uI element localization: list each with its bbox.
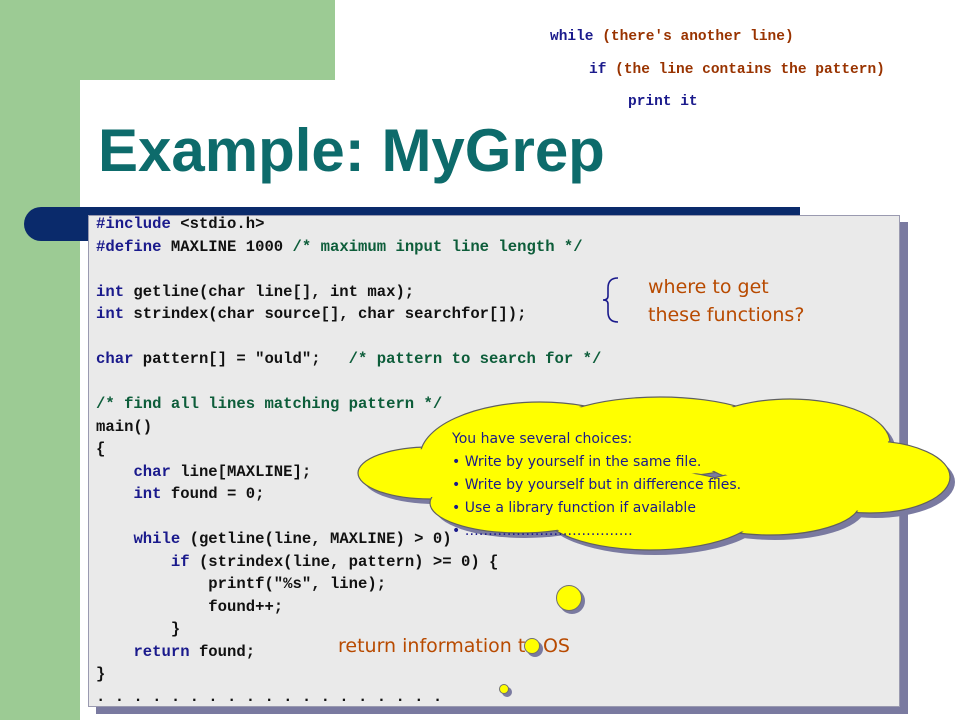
code-line-find-comment: /* find all lines matching pattern */ bbox=[96, 395, 443, 413]
code-line-close-brace: } bbox=[96, 665, 106, 683]
code-line-define: #define MAXLINE 1000 /* maximum input li… bbox=[96, 237, 583, 256]
code-line-include: #include <stdio.h> bbox=[96, 215, 265, 233]
cloud-item-1: • Write by yourself in the same file. bbox=[452, 454, 702, 470]
cloud-heading: You have several choices: bbox=[452, 431, 633, 447]
cloud-text: You have several choices: • Write by your… bbox=[452, 428, 741, 543]
code-line-getline: int getline(char line[], int max); bbox=[96, 282, 415, 301]
code-line-inner-close: } bbox=[170, 620, 181, 638]
code-line-open-brace: { bbox=[96, 440, 106, 458]
left-accent-bar bbox=[0, 0, 80, 720]
code-line-char-line: char line[MAXLINE]; bbox=[133, 462, 312, 481]
code-line-while: while (getline(line, MAXLINE) > 0) bbox=[133, 530, 452, 548]
cloud-item-4: • ……………………………… bbox=[452, 523, 633, 539]
cloud-item-3: • Use a library function if available bbox=[452, 500, 696, 516]
cloud-item-2: • Write by yourself but in difference fi… bbox=[452, 477, 742, 493]
code-line-printf: printf("%s", line); bbox=[208, 575, 387, 593]
code-line-dots: . . . . . . . . . . . . . . . . . . . bbox=[96, 687, 443, 706]
code-line-return: return found; bbox=[133, 642, 256, 661]
thought-bubble-medium bbox=[524, 638, 540, 654]
code-line-int-found: int found = 0; bbox=[133, 485, 265, 503]
slide-title: Example: MyGrep bbox=[98, 117, 605, 184]
right-brace-icon bbox=[602, 277, 619, 323]
code-line-strindex: int strindex(char source[], char searchf… bbox=[96, 305, 527, 323]
thought-bubble-small bbox=[499, 684, 509, 694]
thought-cloud-icon bbox=[357, 396, 955, 555]
code-line-if: if (strindex(line, pattern) >= 0) { bbox=[170, 552, 499, 571]
rounded-corner bbox=[80, 80, 200, 200]
pseudocode-line-2: if (the line contains the pattern) bbox=[589, 62, 885, 78]
code-line-main: main() bbox=[96, 417, 153, 436]
code-line-found-inc: found++; bbox=[208, 597, 284, 616]
return-info-note: return information to OS bbox=[338, 635, 570, 657]
pseudocode-line-1: while (there's another line) bbox=[550, 29, 794, 45]
code-line-pattern: char pattern[] = "ould"; /* pattern to s… bbox=[96, 350, 602, 368]
thought-bubble-large bbox=[556, 585, 582, 611]
pseudocode-line-3: print it bbox=[628, 94, 698, 110]
top-accent-bar bbox=[80, 0, 335, 80]
code-listing: #include <stdio.h> #define MAXLINE 1000 … bbox=[96, 213, 601, 708]
